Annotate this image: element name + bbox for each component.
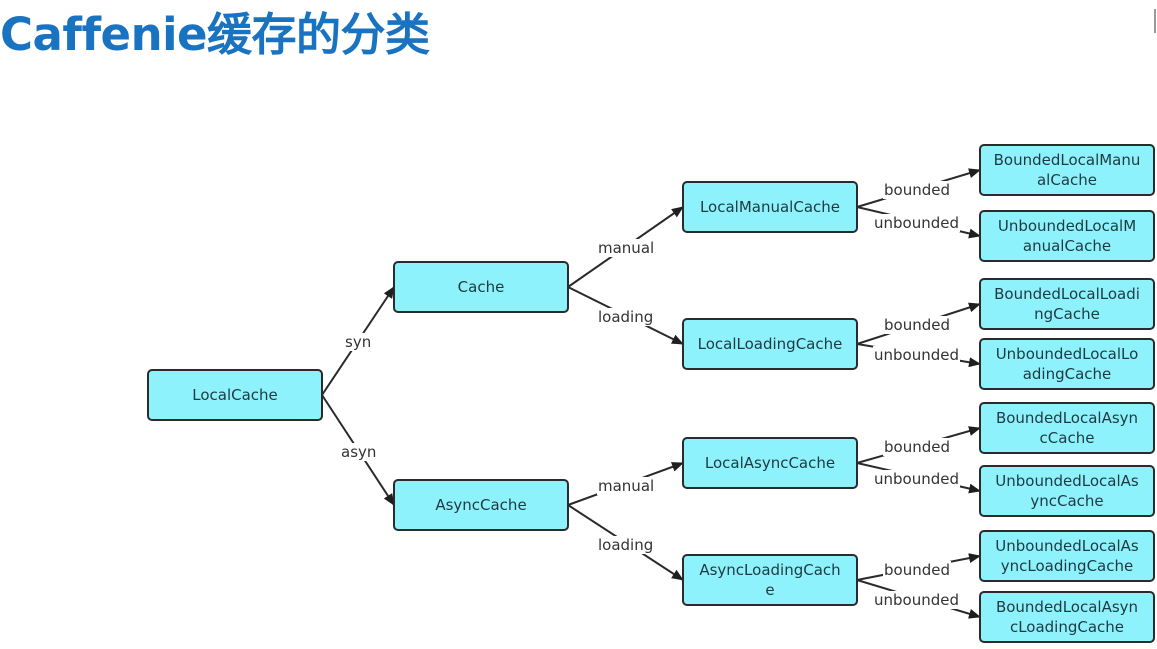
node-local-manual-cache: LocalManualCache — [682, 181, 858, 233]
node-label: yncCache — [1030, 492, 1103, 510]
node-box — [979, 338, 1155, 390]
node-box — [147, 369, 323, 421]
node-label: adingCache — [1023, 365, 1112, 383]
node-label: anualCache — [1023, 237, 1111, 255]
edge-label-background — [873, 346, 960, 364]
page-title: Caffenie缓存的分类 — [0, 8, 430, 61]
node-async-cache: AsyncCache — [393, 479, 569, 531]
node-label: LocalCache — [192, 386, 278, 404]
edge-label-bounded: bounded — [884, 316, 950, 334]
node-box — [979, 210, 1155, 262]
edge-label-background — [883, 181, 951, 199]
edge-label-bounded: bounded — [884, 561, 950, 579]
edge-label-background — [597, 536, 655, 554]
node-local-async-cache: LocalAsyncCache — [682, 437, 858, 489]
node-label: LocalLoadingCache — [698, 335, 843, 353]
node-unbounded-local-async-cache: UnboundedLocalAs yncCache — [979, 465, 1155, 517]
edge-label-background — [883, 561, 951, 579]
edge-label-loading: loading — [598, 308, 653, 326]
edge-label-unbounded: unbounded — [874, 214, 959, 232]
node-label: e — [765, 581, 774, 599]
node-label: AsyncCache — [435, 496, 526, 514]
node-label: BoundedLocalAsyn — [996, 598, 1138, 616]
node-box — [682, 181, 858, 233]
node-bounded-local-manual-cache: BoundedLocalManu alCache — [979, 144, 1155, 196]
node-label: alCache — [1037, 171, 1097, 189]
node-label: Cache — [458, 278, 505, 296]
node-label: cLoadingCache — [1010, 618, 1124, 636]
node-box — [393, 261, 569, 313]
node-label: UnboundedLocalM — [998, 217, 1136, 235]
node-unbounded-local-manual-cache: UnboundedLocalM anualCache — [979, 210, 1155, 262]
edge-label-bounded: bounded — [884, 181, 950, 199]
edge-label-background — [344, 333, 373, 351]
node-label: BoundedLocalLoadi — [994, 285, 1140, 303]
node-box — [682, 437, 858, 489]
edge-label-background — [873, 470, 960, 488]
node-box — [979, 402, 1155, 454]
node-label: ngCache — [1034, 305, 1100, 323]
node-local-cache: LocalCache — [147, 369, 323, 421]
edge-label-asyn: asyn — [341, 443, 376, 461]
node-box — [682, 554, 858, 606]
node-label: BoundedLocalAsyn — [996, 409, 1138, 427]
node-cache: Cache — [393, 261, 569, 313]
node-label: LocalAsyncCache — [705, 454, 835, 472]
edge-label-background — [883, 438, 951, 456]
node-box — [393, 479, 569, 531]
edge-label-background — [597, 477, 656, 495]
node-unbounded-local-loading-cache: UnboundedLocalLo adingCache — [979, 338, 1155, 390]
edge-label-manual: manual — [598, 239, 654, 257]
node-async-loading-cache: AsyncLoadingCach e — [682, 554, 858, 606]
edge-label-background — [597, 239, 656, 257]
edge-label-background — [340, 443, 378, 461]
edge-label-background — [597, 308, 655, 326]
node-unbounded-local-async-loading-cache: UnboundedLocalAs yncLoadingCache — [979, 530, 1155, 582]
edge-label-manual: manual — [598, 477, 654, 495]
edge-label-unbounded: unbounded — [874, 470, 959, 488]
node-box — [979, 530, 1155, 582]
node-bounded-local-loading-cache: BoundedLocalLoadi ngCache — [979, 278, 1155, 330]
node-label: yncLoadingCache — [1001, 557, 1133, 575]
node-label: AsyncLoadingCach — [699, 561, 840, 579]
node-box — [682, 318, 858, 370]
node-box — [979, 465, 1155, 517]
node-label: UnboundedLocalAs — [995, 472, 1139, 490]
node-box — [979, 278, 1155, 330]
node-label: LocalManualCache — [700, 198, 840, 216]
edge-label-unbounded: unbounded — [874, 346, 959, 364]
node-bounded-local-async-cache: BoundedLocalAsyn cCache — [979, 402, 1155, 454]
edge-label-background — [883, 316, 951, 334]
node-label: UnboundedLocalAs — [995, 537, 1139, 555]
node-local-loading-cache: LocalLoadingCache — [682, 318, 858, 370]
edge-label-syn: syn — [345, 333, 371, 351]
edge-label-background — [873, 214, 960, 232]
edge-label-loading: loading — [598, 536, 653, 554]
node-bounded-local-async-loading-cache: BoundedLocalAsyn cLoadingCache — [979, 591, 1155, 643]
node-label: BoundedLocalManu — [994, 151, 1141, 169]
edge-label-unbounded: unbounded — [874, 591, 959, 609]
edge-label-background — [873, 591, 960, 609]
node-label: cCache — [1040, 429, 1095, 447]
edge-label-bounded: bounded — [884, 438, 950, 456]
node-label: UnboundedLocalLo — [996, 345, 1139, 363]
node-box — [979, 144, 1155, 196]
node-box — [979, 591, 1155, 643]
right-edge-marker — [1154, 9, 1156, 33]
